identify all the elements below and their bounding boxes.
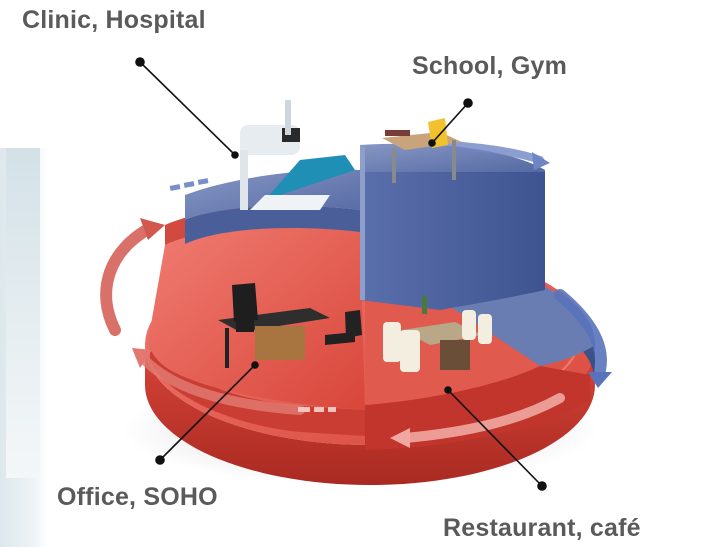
- leader-clinic: [135, 57, 239, 159]
- leader-office: [155, 361, 259, 465]
- red-arrow-bottom-right: [400, 393, 565, 443]
- label-restaurant-cafe: Restaurant, café: [443, 514, 641, 542]
- school-segment: [360, 143, 545, 310]
- red-arrow-lower-left: [135, 350, 305, 415]
- office-desk-icon: [218, 283, 362, 368]
- label-clinic-hospital: Clinic, Hospital: [22, 6, 206, 34]
- blue-arrowhead-right: [588, 372, 612, 388]
- leader-restaurant: [444, 386, 547, 491]
- label-school-gym: School, Gym: [412, 52, 568, 80]
- office-slab-side: [150, 335, 365, 436]
- blue-lower-wedge-top: [440, 285, 595, 366]
- dental-chair-icon: [240, 100, 355, 210]
- blue-arrowhead-top-right: [532, 152, 550, 170]
- flow-arrows: [100, 141, 612, 448]
- label-office-soho: Office, SOHO: [57, 483, 218, 511]
- school-slab-front-face: [360, 172, 545, 310]
- leader-school: [428, 98, 473, 147]
- decorative-dashes-red: [298, 407, 336, 412]
- background-window-photo: [0, 148, 48, 547]
- school-slab-divider-face: [360, 145, 365, 300]
- decorative-dashes: [169, 178, 209, 191]
- background-window-pane: [6, 148, 40, 478]
- blue-right-lower-wedge: [440, 285, 595, 385]
- blue-arrow-right: [554, 289, 607, 376]
- restaurant-slab-side: [365, 366, 590, 450]
- red-arrowhead-bottom: [390, 428, 410, 448]
- red-arrow-left: [100, 222, 156, 336]
- red-arrowhead-lower-left: [132, 348, 152, 368]
- restaurant-table-icon: [383, 296, 492, 372]
- red-arrowhead-top: [140, 218, 165, 240]
- leader-lines: [135, 57, 547, 491]
- red-disc-side: [145, 345, 595, 485]
